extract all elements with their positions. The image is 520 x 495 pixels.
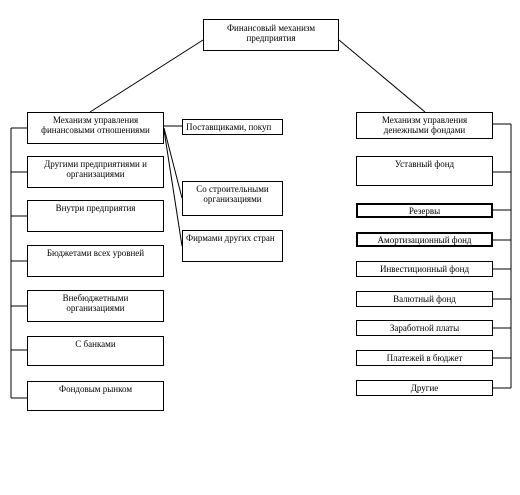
side-item-construction: Со строительными организациями [182, 181, 283, 216]
left-item-other-enterprises: Другими предприятиями и организациями [27, 156, 164, 188]
left-item-inside-enterprise: Внутри предприятия [27, 200, 164, 232]
right-item-amortization-fund: Амортизационный фонд [356, 232, 493, 247]
right-item-budget-payments: Платежей в бюджет [356, 350, 493, 366]
right-header-box: Механизм управления денежными фондами [356, 112, 493, 139]
left-header-box: Механизм управления финансовыми отношени… [27, 112, 164, 144]
right-item-reserves: Резервы [356, 203, 493, 218]
left-item-banks: С банками [27, 336, 164, 366]
right-item-currency-fund: Валютный фонд [356, 291, 493, 307]
right-item-charter-fund: Уставный фонд [356, 156, 493, 186]
right-item-other: Другие [356, 380, 493, 396]
left-item-stock-market: Фондовым рынком [27, 381, 164, 411]
left-item-budgets: Бюджетами всех уровней [27, 245, 164, 277]
side-item-suppliers: Поставщиками, покуп [182, 119, 283, 135]
right-item-wages: Заработной платы [356, 320, 493, 336]
right-item-investment-fund: Инвестиционный фонд [356, 261, 493, 277]
root-box: Финансовый механизм предприятия [203, 19, 339, 51]
left-item-extrabudgetary: Внебюджетными организациями [27, 290, 164, 322]
side-item-foreign-firms: Фирмами других стран [182, 230, 283, 262]
